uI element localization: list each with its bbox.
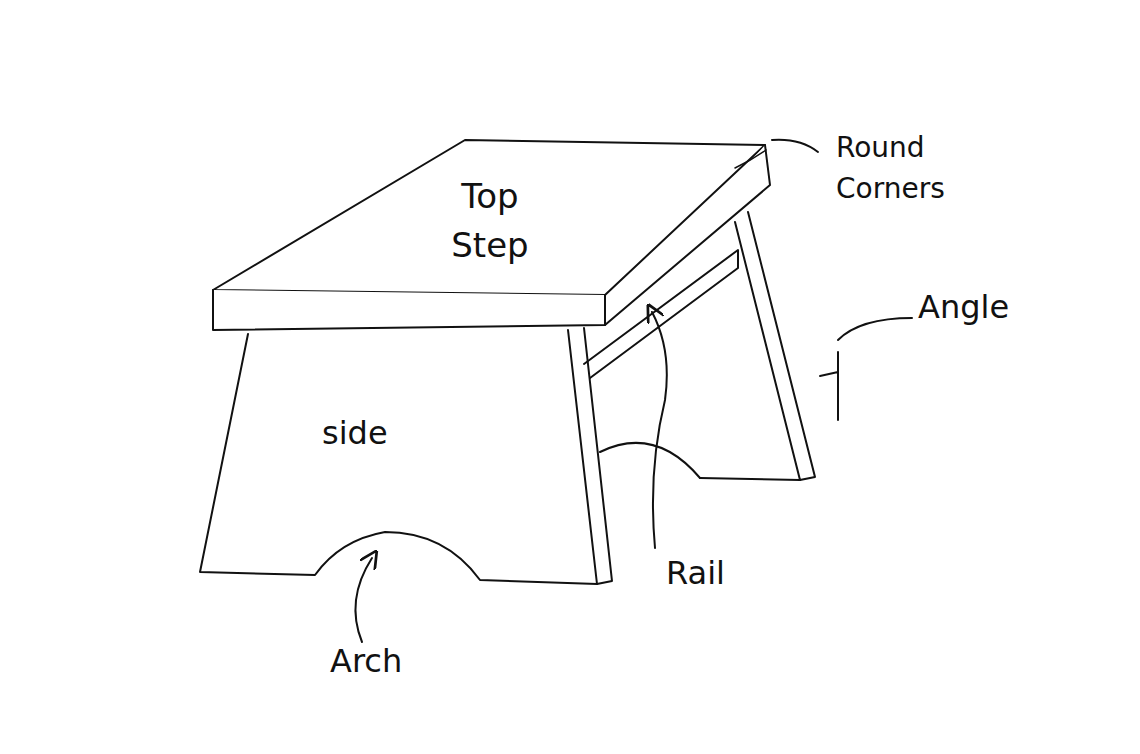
leader-arrow <box>652 312 667 548</box>
part-label: side <box>322 410 388 456</box>
round-corner-mark <box>735 150 766 168</box>
top-step <box>213 140 765 295</box>
back-side-panel <box>735 212 815 480</box>
back-panel-edge <box>600 443 700 478</box>
leader-arrow <box>355 558 372 642</box>
back-panel-bottom <box>700 478 800 480</box>
top-step-front <box>213 290 605 330</box>
top-step-side <box>605 145 770 325</box>
leader-line <box>772 140 818 152</box>
side-panel <box>200 330 597 584</box>
part-label: Rail <box>666 550 725 596</box>
part-label: Angle <box>918 284 1009 330</box>
part-label: Round Corners <box>836 128 986 209</box>
part-label: Top Step <box>435 172 545 271</box>
leader-line <box>838 318 912 340</box>
part-label: Arch <box>330 638 402 684</box>
angle-mark <box>820 352 838 420</box>
side-panel-edge <box>584 328 612 584</box>
